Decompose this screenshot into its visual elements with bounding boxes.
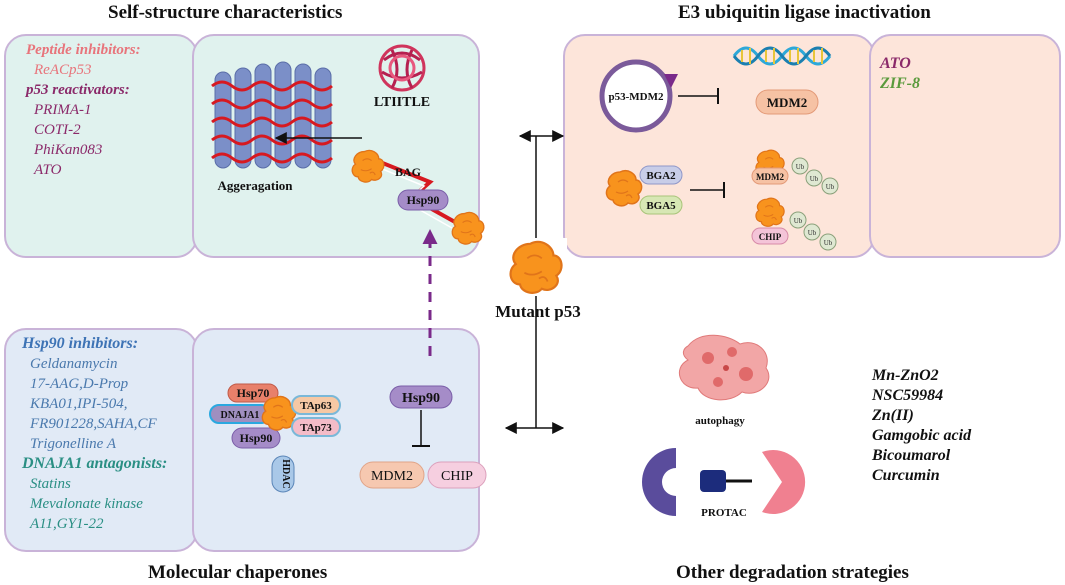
mdm2-pill <box>755 89 819 115</box>
p53-protein-icon <box>755 197 785 227</box>
reactivator-item: COTI-2 <box>34 122 81 138</box>
hsp90-inhibitor-item: Trigonelline A <box>30 436 116 452</box>
self-structure-list: Peptide inhibitors: ReACp53 p53 reactiva… <box>26 40 141 180</box>
p53-protein-icon <box>451 211 485 245</box>
ub-label: Ub <box>810 175 819 183</box>
hsp90-inhibitor-item: Geldanamycin <box>30 356 118 372</box>
mdm2-chaperone-label: MDM2 <box>371 469 413 484</box>
reactivator-item: PhiKan083 <box>34 142 103 158</box>
reactivator-item: PRIMA-1 <box>34 102 92 118</box>
hsp70-pill <box>227 383 279 403</box>
hdac-label: HDAC <box>280 459 291 488</box>
hdac-pill <box>271 455 295 493</box>
peptide-heading: Peptide inhibitors: <box>26 42 141 58</box>
autophagy-label: autophagy <box>695 415 745 427</box>
compound-item: Bicoumarol <box>872 447 951 464</box>
hsp90-label: Hsp90 <box>407 193 440 207</box>
hsp90-left-pill <box>231 427 281 449</box>
hsp90-pill <box>397 189 449 211</box>
ub-label: Ub <box>796 163 805 171</box>
ltiitle-structure-icon <box>378 44 426 92</box>
p53-protein-icon <box>605 169 643 207</box>
chip-small-label: CHIP <box>759 232 782 242</box>
panel-chaperone-list <box>4 328 198 552</box>
aggregation-fibrils-icon <box>211 61 333 169</box>
autophagy-icon <box>678 334 770 401</box>
p53-protein-icon <box>351 149 385 183</box>
dnaja1-item: Mevalonate kinase <box>30 496 143 512</box>
p53-mdm2-ring <box>599 59 673 133</box>
hsp90-inhibitor-item: FR901228,SAHA,CF <box>30 416 157 432</box>
title-e3-ligase: E3 ubiquitin ligase inactivation <box>678 2 931 23</box>
aggregation-label: Aggeragation <box>217 178 293 193</box>
bga5-label: BGA5 <box>646 200 676 212</box>
chip-chaperone-pill <box>427 461 487 489</box>
hsp70-label: Hsp70 <box>237 386 270 400</box>
mdm2-chaperone-pill <box>359 461 425 489</box>
tap63-pill <box>291 395 341 415</box>
ub-label: Ub <box>824 239 833 247</box>
hsp90-inhibitor-item: KBA01,IPI-504, <box>30 396 128 412</box>
bga2-label: BGA2 <box>646 170 676 182</box>
protac-icon <box>642 448 806 516</box>
ubiquitin-chain-2 <box>789 211 837 251</box>
e3-item-zif8: ZIF-8 <box>880 75 920 92</box>
bga2-pill <box>639 165 683 185</box>
chaperone-list: Hsp90 inhibitors: Geldanamycin 17-AAG,D-… <box>22 334 167 534</box>
dnaja1-label: DNAJA1 <box>221 410 260 421</box>
tap63-label: TAp63 <box>300 400 332 412</box>
e3-item-ato: ATO <box>880 55 911 72</box>
ring-arrowhead <box>664 74 678 88</box>
title-molecular-chaperones: Molecular chaperones <box>148 562 328 583</box>
tap73-label: TAp73 <box>300 422 332 434</box>
compound-list: Mn-ZnO2 NSC59984 Zn(II) Gamgobic acid Bi… <box>872 366 971 486</box>
dnaja1-heading: DNAJA1 antagonists: <box>22 455 168 472</box>
hsp90-right-label: Hsp90 <box>402 391 440 406</box>
mdm2-small-pill <box>751 167 789 185</box>
chip-chaperone-label: CHIP <box>441 469 473 484</box>
title-self-structure: Self-structure characteristics <box>108 2 343 23</box>
p53-mdm2-label: p53-MDM2 <box>609 91 664 103</box>
title-other-degradation: Other degradation strategies <box>676 562 909 583</box>
e3-side-list: ATO ZIF-8 <box>880 54 920 94</box>
ub-label: Ub <box>808 229 817 237</box>
mdm2-label: MDM2 <box>767 95 807 110</box>
compound-item: Gamgobic acid <box>872 427 972 444</box>
dna-helix-icon <box>732 46 832 66</box>
ltiitle-label: LTIITLE <box>374 95 430 110</box>
peptide-item: ReACp53 <box>34 62 92 78</box>
dnaja1-item: A11,GY1-22 <box>30 516 104 532</box>
hsp90-right-pill <box>389 385 453 409</box>
hsp90-left-label: Hsp90 <box>240 431 273 445</box>
bag-label: BAG <box>395 165 421 179</box>
hsp90-inhibitors-heading: Hsp90 inhibitors: <box>22 335 139 352</box>
mdm2-small-label: MDM2 <box>756 172 784 182</box>
dnaja1-item: Statins <box>30 476 71 492</box>
hsp90-inhibitor-item: 17-AAG,D-Prop <box>30 376 129 392</box>
ubiquitin-chain-1 <box>791 157 839 195</box>
panel-e3-list <box>869 34 1061 258</box>
protac-label: PROTAC <box>701 507 747 519</box>
reactivator-heading: p53 reactivators: <box>26 82 130 98</box>
tap73-pill <box>291 417 341 437</box>
p53-protein-icon <box>261 395 297 431</box>
ub-label: Ub <box>794 217 803 225</box>
chip-small-pill <box>751 227 789 245</box>
ub-label: Ub <box>826 183 835 191</box>
mutant-p53-label: Mutant p53 <box>495 302 580 321</box>
compound-item: Zn(II) <box>872 407 914 424</box>
compound-item: NSC59984 <box>872 387 944 404</box>
bga5-pill <box>639 195 683 215</box>
compound-item: Curcumin <box>872 467 940 484</box>
compound-item: Mn-ZnO2 <box>872 367 939 384</box>
reactivator-item: ATO <box>34 162 62 178</box>
